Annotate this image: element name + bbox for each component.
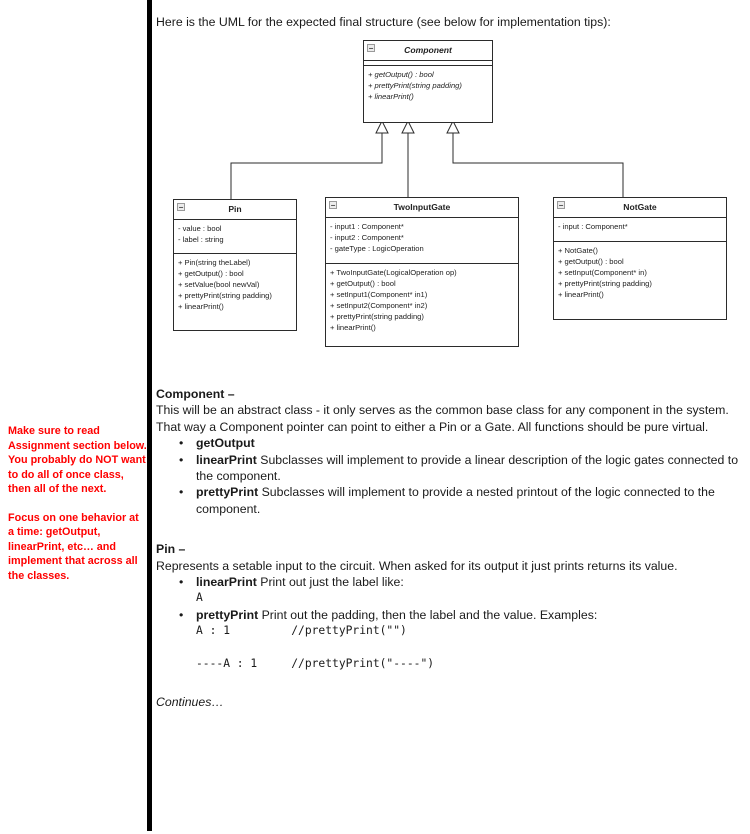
bullet-item: • getOutput xyxy=(156,435,748,451)
section-body-pin: Represents a setable input to the circui… xyxy=(156,558,678,573)
bullet-marker: • xyxy=(179,452,184,467)
bullet-rest: Print out just the label like: xyxy=(256,575,404,590)
uml-method: + getOutput() : bool xyxy=(330,279,396,288)
bullet-item: • prettyPrint Print out the padding, the… xyxy=(156,607,748,672)
code-example: ----A : 1 //prettyPrint("----") xyxy=(196,656,435,670)
uml-class-twoinputgate: − TwoInputGate - input1 : Component* - i… xyxy=(325,197,519,347)
collapse-icon: − xyxy=(557,201,565,210)
bullet-item: • prettyPrint Subclasses will implement … xyxy=(156,484,748,517)
margin-note-2: Focus on one behavior at a time: getOutp… xyxy=(8,511,139,582)
bullet-marker: • xyxy=(179,607,184,622)
uml-class-name: Component xyxy=(404,45,452,55)
uml-methods: + NotGate() + getOutput() : bool + setIn… xyxy=(554,242,726,317)
uml-class-component: − Component + getOutput() : bool + prett… xyxy=(363,40,493,123)
intro-text: Here is the UML for the expected final s… xyxy=(156,15,611,29)
body-sections: Component – This will be an abstract cla… xyxy=(156,386,748,711)
uml-method: + linearPrint() xyxy=(178,302,224,311)
uml-class-title: − TwoInputGate xyxy=(326,198,518,218)
uml-class-name: TwoInputGate xyxy=(393,202,451,212)
bullet-rest: Subclasses will implement to provide a n… xyxy=(196,485,715,516)
uml-attributes: - input : Component* xyxy=(554,218,726,242)
uml-attribute: - gateType : LogicOperation xyxy=(330,244,424,253)
uml-attribute: - input1 : Component* xyxy=(330,222,404,231)
bullet-rest: Subclasses will implement to provide a l… xyxy=(196,452,739,484)
code-example: A : 1 //prettyPrint("") xyxy=(196,624,407,638)
uml-method: + Pin(string theLabel) xyxy=(178,258,251,267)
section-body-component: This will be an abstract class - it only… xyxy=(156,403,729,434)
margin-note-1: Make sure to read Assignment section bel… xyxy=(8,425,147,495)
uml-attribute: - input2 : Component* xyxy=(330,233,404,242)
page-margin-rule xyxy=(147,0,152,831)
bullet-rest: Print out the padding, then the label an… xyxy=(258,607,598,622)
uml-class-title: − NotGate xyxy=(554,198,726,218)
bullet-term: getOutput xyxy=(196,436,255,451)
continues-text: Continues… xyxy=(156,695,224,710)
uml-method: + linearPrint() xyxy=(330,323,376,332)
section-heading-pin: Pin – xyxy=(156,542,186,557)
bullet-marker: • xyxy=(179,436,184,451)
collapse-icon: − xyxy=(367,44,375,53)
uml-methods: + TwoInputGate(LogicalOperation op) + ge… xyxy=(326,264,518,344)
uml-method: + prettyPrint(string padding) xyxy=(330,312,424,321)
uml-method: + getOutput() : bool xyxy=(558,257,624,266)
bullet-term: linearPrint xyxy=(196,575,257,590)
uml-attributes: - input1 : Component* - input2 : Compone… xyxy=(326,218,518,264)
collapse-icon: − xyxy=(329,201,337,210)
uml-class-name: Pin xyxy=(228,204,242,214)
uml-class-name: NotGate xyxy=(623,202,657,212)
uml-method: + getOutput() : bool xyxy=(368,70,434,79)
collapse-icon: − xyxy=(177,203,185,212)
uml-method: + prettyPrint(string padding) xyxy=(558,279,652,288)
bullet-term: prettyPrint xyxy=(196,607,259,622)
uml-class-title: − Component xyxy=(364,41,492,61)
uml-class-pin: − Pin - value : bool - label : string + … xyxy=(173,199,297,331)
bullet-term: linearPrint xyxy=(196,452,257,467)
uml-method: + TwoInputGate(LogicalOperation op) xyxy=(330,268,457,277)
uml-method: + prettyPrint(string padding) xyxy=(368,81,462,90)
bullet-marker: • xyxy=(179,575,184,590)
bullet-term: prettyPrint xyxy=(196,485,259,500)
uml-class-notgate: − NotGate - input : Component* + NotGate… xyxy=(553,197,727,320)
uml-attribute: - input : Component* xyxy=(558,222,628,231)
uml-attributes xyxy=(364,61,492,66)
uml-method: + linearPrint() xyxy=(368,92,414,101)
uml-attribute: - value : bool xyxy=(178,224,222,233)
uml-methods: + getOutput() : bool + prettyPrint(strin… xyxy=(364,66,492,121)
uml-method: + setValue(bool newVal) xyxy=(178,280,260,289)
bullet-item: • linearPrint Subclasses will implement … xyxy=(156,452,748,485)
uml-diagram: − Component + getOutput() : bool + prett… xyxy=(0,0,750,370)
margin-notes: Make sure to read Assignment section bel… xyxy=(8,424,147,583)
section-heading-component: Component – xyxy=(156,387,235,401)
uml-methods: + Pin(string theLabel) + getOutput() : b… xyxy=(174,254,296,328)
uml-method: + setInput1(Component* in1) xyxy=(330,290,428,299)
uml-class-title: − Pin xyxy=(174,200,296,220)
uml-method: + linearPrint() xyxy=(558,290,604,299)
bullet-item: • linearPrint Print out just the label l… xyxy=(156,574,748,607)
uml-method: + getOutput() : bool xyxy=(178,269,244,278)
uml-method: + setInput2(Component* in2) xyxy=(330,301,428,310)
uml-method: + prettyPrint(string padding) xyxy=(178,291,272,300)
uml-attributes: - value : bool - label : string xyxy=(174,220,296,254)
code-example: A xyxy=(196,591,203,605)
uml-method: + setInput(Component* in) xyxy=(558,268,647,277)
uml-attribute: - label : string xyxy=(178,235,224,244)
uml-method: + NotGate() xyxy=(558,246,598,255)
bullet-marker: • xyxy=(179,485,184,500)
